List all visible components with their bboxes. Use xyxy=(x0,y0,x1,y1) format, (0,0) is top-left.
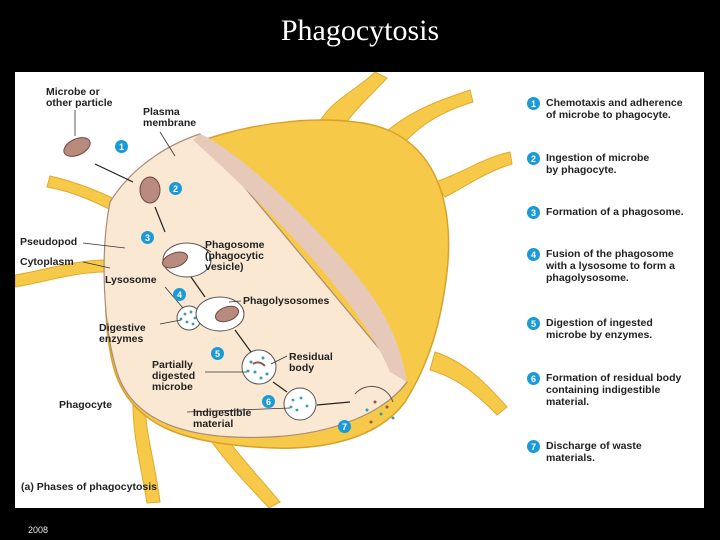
projection-bottom-left xyxy=(132,401,161,504)
legend-step-badge: 3 xyxy=(527,206,540,219)
projection-upper-left xyxy=(46,175,122,213)
legend-text: Formation of residual body containing in… xyxy=(546,372,682,408)
lysosome-enzymes xyxy=(179,310,197,326)
label-partially-digested: Partially digested microbe xyxy=(152,359,196,393)
cytoplasm-section xyxy=(103,133,408,439)
digestion-vesicle-shape xyxy=(241,349,277,385)
label-phagocyte: Phagocyte xyxy=(59,399,113,411)
figure-caption: (a) Phases of phagocytosis xyxy=(21,481,157,493)
label-leaders xyxy=(74,110,291,413)
label-digestive-enzymes: Digestive enzymes xyxy=(99,322,146,345)
legend-text: Chemotaxis and adherence of microbe to p… xyxy=(546,97,683,121)
microbe-attached-shape xyxy=(139,176,161,204)
phagocytosis-illustration xyxy=(15,72,513,508)
phagosome-microbe-shape xyxy=(162,251,188,269)
residual-particles xyxy=(289,396,309,412)
projection-left xyxy=(15,259,108,288)
legend-text: Digestion of ingested microbe by enzymes… xyxy=(546,317,653,341)
diagram-step-6: 6 xyxy=(262,395,275,408)
diagram-step-7: 7 xyxy=(338,420,351,433)
legend-step-badge: 5 xyxy=(527,317,540,330)
legend-item-4: 4 Fusion of the phagosome with a lysosom… xyxy=(527,248,706,284)
legend-item-1: 1 Chemotaxis and adherence of microbe to… xyxy=(527,97,706,121)
diagram-step-1: 1 xyxy=(115,140,128,153)
legend-step-badge: 6 xyxy=(527,372,540,385)
diagram-step-2: 2 xyxy=(169,182,182,195)
membrane-shadow xyxy=(193,134,407,382)
legend-item-6: 6 Formation of residual body containing … xyxy=(527,372,706,408)
label-plasma-membrane: Plasma membrane xyxy=(143,106,197,129)
step-arrows xyxy=(94,163,351,406)
slide-title: Phagocytosis xyxy=(280,14,440,47)
title-bar: Phagocytosis xyxy=(0,0,720,62)
residual-body-shape xyxy=(283,387,317,421)
phagolysosome-microbe-shape xyxy=(214,305,240,323)
microbe-shape xyxy=(63,137,91,157)
footer-year: 2008 xyxy=(28,525,49,535)
legend-item-7: 7 Discharge of waste materials. xyxy=(527,440,706,464)
digestion-enzymes xyxy=(246,356,269,380)
legend-text: Fusion of the phagosome with a lysosome … xyxy=(546,248,675,284)
legend-item-2: 2 Ingestion of microbe by phagocyte. xyxy=(527,152,706,176)
diagram-step-5: 5 xyxy=(211,347,224,360)
legend-item-5: 5 Digestion of ingested microbe by enzym… xyxy=(527,317,706,341)
diagram-step-3: 3 xyxy=(141,231,154,244)
label-microbe: Microbe or other particle xyxy=(46,86,113,109)
label-cytoplasm: Cytoplasm xyxy=(20,256,74,268)
projection-right xyxy=(434,151,513,198)
label-lysosome: Lysosome xyxy=(105,274,157,286)
label-phagosome: Phagosome (phagocytic vesicle) xyxy=(205,239,265,273)
legend-text: Formation of a phagosome. xyxy=(546,206,684,218)
diagram-panel: Microbe or other particle Plasma membran… xyxy=(15,72,704,508)
legend-step-badge: 1 xyxy=(527,97,540,110)
legend-step-badge: 2 xyxy=(527,152,540,165)
legend-item-3: 3 Formation of a phagosome. xyxy=(527,206,706,219)
legend-text: Ingestion of microbe by phagocyte. xyxy=(546,152,650,176)
discharged-waste xyxy=(354,386,395,424)
label-residual-body: Residual body xyxy=(289,351,333,374)
partial-microbe-mark xyxy=(252,361,266,367)
label-pseudopod: Pseudopod xyxy=(20,236,78,248)
legend-text: Discharge of waste materials. xyxy=(546,440,642,464)
legend-step-badge: 7 xyxy=(527,440,540,453)
legend-step-badge: 4 xyxy=(527,248,540,261)
projection-lower-right xyxy=(429,351,508,416)
label-phagolysosomes: Phagolysosomes xyxy=(243,295,330,307)
label-indigestible: Indigestible material xyxy=(193,407,252,430)
diagram-step-4: 4 xyxy=(173,288,186,301)
